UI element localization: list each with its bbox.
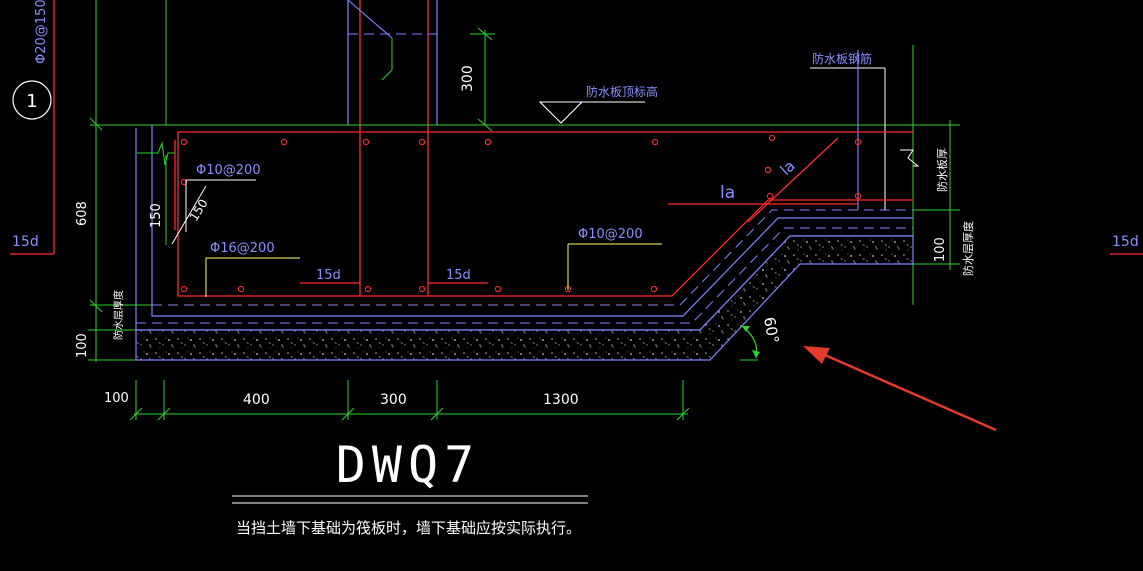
dim-150-diagonal (171, 185, 207, 245)
section-marker-number: 1 (26, 91, 37, 112)
rebar-dot (180, 178, 188, 186)
angle-label: 60° (760, 316, 782, 345)
rebar-dot (180, 285, 188, 293)
rebar-spec-top: Φ20@150 (34, 0, 49, 64)
la-horizontal-label: la (720, 183, 735, 203)
rebar-dot (237, 285, 245, 293)
footing-outline-inner (151, 125, 913, 317)
rebar-dot (651, 138, 659, 146)
rebar-dots (180, 134, 862, 293)
dim-100-left-text: 100 (75, 333, 90, 358)
rebar-dot (362, 138, 370, 146)
dim-300-text: 300 (460, 65, 476, 92)
rebar-dot (650, 285, 658, 293)
dim-100-right-text: 100 (933, 237, 948, 262)
rebar-dot (768, 134, 776, 142)
annotation-arrow-shaft (817, 350, 997, 432)
rebar-dot (364, 285, 372, 293)
rebar-dot (484, 138, 492, 146)
rebar-dot (766, 192, 774, 200)
dim-slash (676, 407, 690, 421)
angle-arrow-top (742, 326, 750, 332)
rebar-phi10-right-label: Φ10@200 (578, 227, 643, 242)
anchor-label-right: 15d (1112, 234, 1139, 250)
waterproof-layer-label-right: 防水层厚度 (961, 221, 975, 276)
bottom-dim-400: 400 (243, 392, 270, 408)
footing-dash-line (152, 209, 913, 306)
rebar-dot (280, 138, 288, 146)
rebar-dot (418, 138, 426, 146)
footing-rebar-bottom (177, 132, 913, 297)
elevation-triangle (538, 101, 584, 124)
anchor-label-left: 15d (12, 234, 39, 250)
footing-outline-waterproof (135, 128, 913, 331)
rebar-dot (418, 285, 426, 293)
anchor-15d-a: 15d (316, 268, 341, 283)
dim-150-text-a: 150 (149, 203, 164, 228)
rebar-phi10-left-label: Φ10@200 (196, 163, 261, 178)
waterproof-rebar-label: 防水板钢筋 (812, 51, 872, 66)
dim-150-text-b: 150 (187, 197, 211, 224)
dim-slash (341, 407, 355, 421)
dim-608-slash-top (89, 117, 103, 131)
section-marker-circle (12, 80, 52, 120)
bottom-dim-slashes (129, 407, 690, 421)
rebar-dot (764, 166, 772, 174)
angle-arrow-bottom (752, 350, 760, 358)
rebar-dot (494, 285, 502, 293)
la-diagonal-label: la (777, 157, 799, 179)
dim-slash (157, 407, 171, 421)
rebar-dot (180, 138, 188, 146)
bottom-dim-300: 300 (380, 392, 407, 408)
dim-608-text: 608 (75, 201, 90, 226)
bottom-dim-1300: 1300 (543, 392, 579, 408)
right-break-symbol (900, 149, 920, 167)
wall-break-green-2 (381, 69, 393, 81)
rebar-phi16-label: Φ16@200 (210, 241, 275, 256)
break-symbol (137, 141, 175, 166)
anchor-15d-b: 15d (446, 268, 471, 283)
dim-608-slash-bottom (89, 299, 103, 313)
drawing-title: DWQ7 (336, 436, 480, 494)
waterproof-top-elevation-label: 防水板顶标高 (586, 84, 658, 99)
rebar-dot (854, 192, 862, 200)
waterproof-layer-label-left: 防水层厚度 (112, 290, 125, 340)
rebar-dot (854, 138, 862, 146)
wall-break-line (347, 0, 393, 39)
waterproof-thickness-label: 防水板厚 (935, 148, 949, 192)
bottom-dim-100: 100 (104, 391, 129, 406)
dim-300-slash-top (477, 27, 493, 41)
dim-slash (430, 407, 444, 421)
dim-slash (129, 407, 143, 421)
waterproof-dash-line (136, 227, 913, 324)
annotation-arrow-head (803, 346, 830, 364)
la-rebar-diagonal (747, 137, 839, 223)
drawing-note: 当挡土墙下基础为筏板时，墙下基础应按实际执行。 (236, 519, 581, 537)
